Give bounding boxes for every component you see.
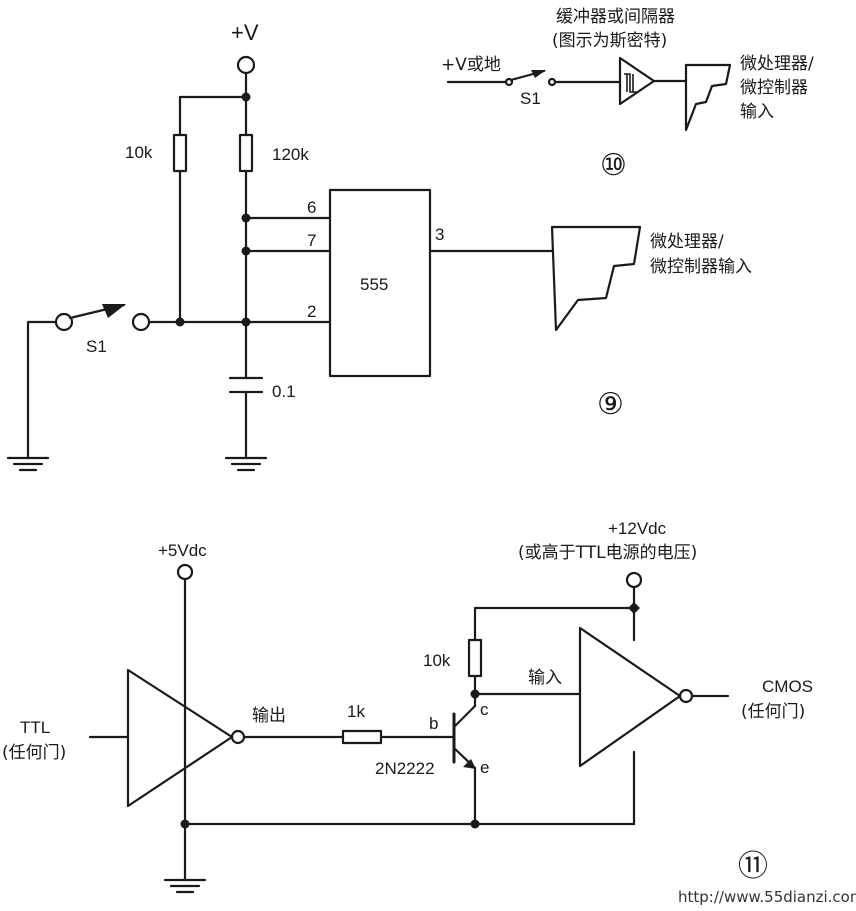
c9-resistor-10k xyxy=(172,133,188,173)
c11-supply12-line1: +12Vdc xyxy=(608,519,667,538)
c9-pin7-label: 7 xyxy=(307,231,316,250)
c10-microcontroller-symbol xyxy=(684,63,732,132)
c11-in-line2: (任何门) xyxy=(2,743,66,763)
c9-ic-555 xyxy=(328,188,432,378)
c9-ground-left xyxy=(6,456,50,472)
c10-title-line2: (图示为斯密特) xyxy=(552,31,667,51)
c11-cmos-gate xyxy=(578,626,682,768)
c11-supply5-terminal xyxy=(176,563,194,581)
c11-resistor-1k-label: 1k xyxy=(347,702,365,721)
c10-number: ⑩ xyxy=(600,148,627,183)
c9-wire xyxy=(26,320,58,460)
circuit-9: +V 10k 120k 6 7 555 2 S1 xyxy=(6,20,752,472)
c9-supply-label: +V xyxy=(231,20,259,45)
circuit-10: 缓冲器或间隔器 (图示为斯密特) +V或地 S1 微处理器/ 微控制器 输入 ⑩ xyxy=(441,7,814,183)
c10-switch-label: S1 xyxy=(520,89,541,108)
c9-capacitor-label: 0.1 xyxy=(272,382,296,401)
c11-transistor-label: 2N2222 xyxy=(375,759,435,778)
c10-target-line1: 微处理器/ xyxy=(740,54,814,74)
c11-ttl-gate xyxy=(126,668,234,808)
c9-resistor-10k-label: 10k xyxy=(125,143,153,162)
watermark: http://www.55dianzi.com xyxy=(678,888,856,906)
c11-cmos-inverter-bubble xyxy=(678,688,694,704)
c11-transistor-emitter-arrow xyxy=(463,759,476,769)
c10-title-line1: 缓冲器或间隔器 xyxy=(556,7,675,27)
c9-number: ⑨ xyxy=(597,387,624,422)
c9-switch-label: S1 xyxy=(86,337,107,356)
c9-pin3-label: 3 xyxy=(435,225,444,244)
c11-ttl-inverter-bubble xyxy=(230,729,246,745)
c11-resistor-10k xyxy=(467,638,483,678)
c11-pin-c: c xyxy=(480,700,489,719)
c9-switch-arrow xyxy=(102,304,126,318)
c10-switch-contact xyxy=(504,77,514,87)
c9-pin6-label: 6 xyxy=(307,198,316,217)
c9-pin2-label: 2 xyxy=(307,302,316,321)
c11-wire-vdd xyxy=(473,606,636,642)
c11-out-line1: CMOS xyxy=(762,677,813,696)
c10-schmitt-icon xyxy=(624,73,636,93)
c11-supply12-terminal xyxy=(625,571,643,589)
c11-ground xyxy=(163,878,207,894)
c9-resistor-120k xyxy=(238,133,254,173)
c9-resistor-120k-label: 120k xyxy=(272,145,309,164)
c11-transistor-collector xyxy=(452,704,477,729)
c9-switch-contact xyxy=(131,312,151,332)
c10-target-line3: 输入 xyxy=(740,102,774,122)
c10-source-label: +V或地 xyxy=(441,55,501,75)
c11-supply5-label: +5Vdc xyxy=(158,541,207,560)
c11-junction xyxy=(628,602,640,614)
c11-junction xyxy=(470,819,480,829)
c11-pin-e: e xyxy=(480,758,489,777)
c11-resistor-10k-label: 10k xyxy=(423,651,451,670)
c9-supply-terminal xyxy=(236,55,256,75)
c11-supply12-line2: (或高于TTL电源的电压) xyxy=(518,543,697,563)
c11-pin-b: b xyxy=(429,714,438,733)
c11-cmos-in-label: 输入 xyxy=(528,668,562,688)
c11-junction xyxy=(180,819,190,829)
c9-target-line1: 微处理器/ xyxy=(650,232,724,252)
c10-switch-arrow xyxy=(531,70,546,78)
c9-junction xyxy=(241,317,251,327)
c9-target-line2: 微控制器输入 xyxy=(650,257,752,277)
circuit-11: +5Vdc TTL (任何门) 输出 1k b c e 2N2222 输入 10… xyxy=(2,519,813,894)
c10-buffer-triangle xyxy=(618,56,656,106)
c10-target-line2: 微控制器 xyxy=(740,78,808,98)
c9-junction xyxy=(175,317,185,327)
c9-switch-contact xyxy=(54,312,74,332)
c9-microcontroller-symbol xyxy=(550,225,642,332)
c11-in-line1: TTL xyxy=(20,718,50,737)
c9-ic-label: 555 xyxy=(360,275,388,294)
c11-out-label: 输出 xyxy=(252,706,286,726)
c11-out-line2: (任何门) xyxy=(741,702,805,722)
c9-ground-right xyxy=(224,456,268,472)
c11-resistor-1k xyxy=(341,729,383,745)
c11-number: ⑪ xyxy=(738,849,768,884)
